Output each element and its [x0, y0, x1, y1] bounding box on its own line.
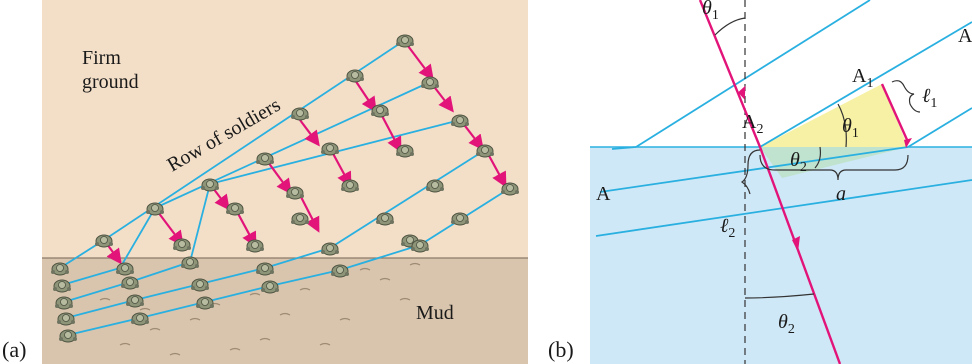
theta2-inner-label: θ2	[790, 149, 807, 175]
panel-a-label: (a)	[2, 337, 26, 362]
point-A1-label: A1	[852, 65, 873, 91]
refracted-ray	[758, 146, 842, 364]
ell1-segment	[880, 83, 910, 143]
panel-b: θ1 A1 A2 θ1 θ2 ℓ1 ℓ2 A A a θ2 (b)	[548, 0, 972, 364]
point-A2-label: A2	[742, 111, 763, 137]
soldier-row	[65, 149, 486, 319]
march-arrow	[157, 211, 184, 247]
theta1-label: θ1	[842, 115, 859, 141]
panel-b-label: (b)	[548, 337, 574, 362]
mud-label: Mud	[416, 302, 454, 324]
ray	[698, 0, 842, 364]
water-wavefronts	[595, 146, 972, 237]
march-arrow	[431, 83, 454, 113]
march-arrow	[461, 121, 484, 151]
soldier-row	[61, 81, 431, 286]
march-arrow	[354, 79, 377, 113]
theta1-arc	[837, 103, 847, 148]
panel-a: Firm ground Row of soldiers Mud (a)	[2, 0, 528, 364]
theta1-wedge	[760, 84, 908, 147]
theta2-bottom-arc	[744, 293, 815, 299]
incident-arrowhead	[738, 85, 746, 100]
march-arrow	[486, 151, 507, 188]
march-arrow	[106, 243, 122, 265]
ell1-arrowhead	[904, 138, 912, 148]
march-arrow	[404, 41, 434, 81]
theta1-top-arc	[714, 17, 746, 36]
firm-ground-region	[42, 0, 528, 258]
point-A-right-label: A	[958, 25, 972, 47]
refracted-arrowhead	[792, 236, 800, 252]
theta2-bottom-label: θ2	[778, 311, 795, 337]
ell2-label: ℓ2	[720, 215, 735, 241]
air-wavefronts	[635, 0, 972, 148]
a-brace	[759, 154, 909, 181]
mud-region	[42, 258, 528, 364]
march-arrow	[267, 161, 292, 195]
water-region	[590, 147, 972, 364]
march-arrow	[299, 119, 320, 147]
ell1-brace	[891, 80, 921, 113]
march-arrow	[379, 111, 402, 153]
theta1-top-label: θ1	[702, 0, 719, 23]
firm-ground-label-line1: Firm	[82, 47, 121, 69]
ell1-label: ℓ1	[922, 85, 937, 111]
march-arrow	[299, 194, 320, 233]
mud-texture	[99, 262, 421, 356]
firm-ground-label-line2: ground	[82, 71, 139, 93]
march-arrow	[212, 187, 230, 211]
incident-ray	[698, 0, 762, 148]
march-arrows	[106, 41, 507, 265]
dist-a-label: a	[836, 183, 846, 205]
theta2-arc	[814, 146, 822, 169]
ell2-brace	[740, 149, 761, 195]
point-A-left-label: A	[596, 183, 611, 205]
